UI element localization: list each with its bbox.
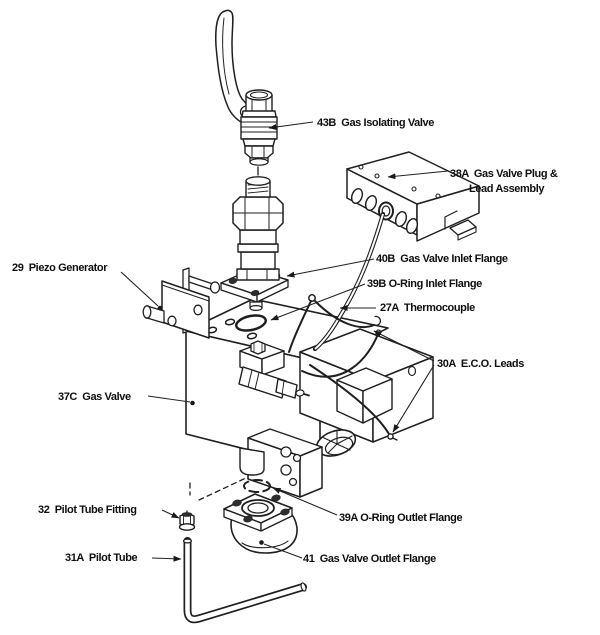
callout-labels: 43B Gas Isolating Valve 38A Gas Valve Pl… xyxy=(12,117,558,565)
label-39a-oring-outlet: 39A O-Ring Outlet Flange xyxy=(339,512,463,524)
pilot-solenoid xyxy=(238,366,310,399)
eco-leads-wire xyxy=(301,329,398,441)
label-37c-gas-valve: 37C Gas Valve xyxy=(58,391,131,403)
leader-lines xyxy=(120,121,449,562)
gas-cock-dial xyxy=(315,429,357,457)
outlet-boss xyxy=(239,447,265,476)
label-31a-pilot-tube: 31A Pilot Tube xyxy=(65,552,138,564)
label-32-pilot-tube-fitting: 32 Pilot Tube Fitting xyxy=(38,504,137,516)
pilot-tube-fitting-drawing xyxy=(178,510,196,531)
pilot-tube-drawing xyxy=(182,537,307,624)
gas-valve-body-drawing xyxy=(185,298,434,501)
label-27a-thermocouple: 27A Thermocouple xyxy=(380,302,475,314)
outlet-flange-drawing xyxy=(223,493,298,554)
oring-inlet-drawing xyxy=(235,314,267,332)
label-29-piezo-generator: 29 Piezo Generator xyxy=(12,262,108,274)
piezo-generator-drawing xyxy=(142,267,221,339)
label-40b-inlet-flange: 40B Gas Valve Inlet Flange xyxy=(376,253,508,265)
oring-outlet-drawing xyxy=(243,479,271,493)
plug-lead-box-drawing xyxy=(346,151,480,242)
inlet-flange-assembly-drawing xyxy=(220,176,289,312)
gas-isolating-valve-drawing xyxy=(215,9,278,176)
label-38a-plug-lead-line1: 38A Gas Valve Plug & xyxy=(450,168,558,180)
piezo-button xyxy=(142,305,152,319)
label-39b-oring-inlet: 39B O-Ring Inlet Flange xyxy=(367,278,482,290)
label-41-outlet-flange: 41 Gas Valve Outlet Flange xyxy=(303,553,436,565)
label-30a-eco-leads: 30A E.C.O. Leads xyxy=(437,358,524,370)
label-38a-plug-lead-line2: Lead Assembly xyxy=(469,183,545,195)
thermocouple-port-block xyxy=(239,340,285,376)
label-43b-gas-isolating-valve: 43B Gas Isolating Valve xyxy=(317,117,434,129)
